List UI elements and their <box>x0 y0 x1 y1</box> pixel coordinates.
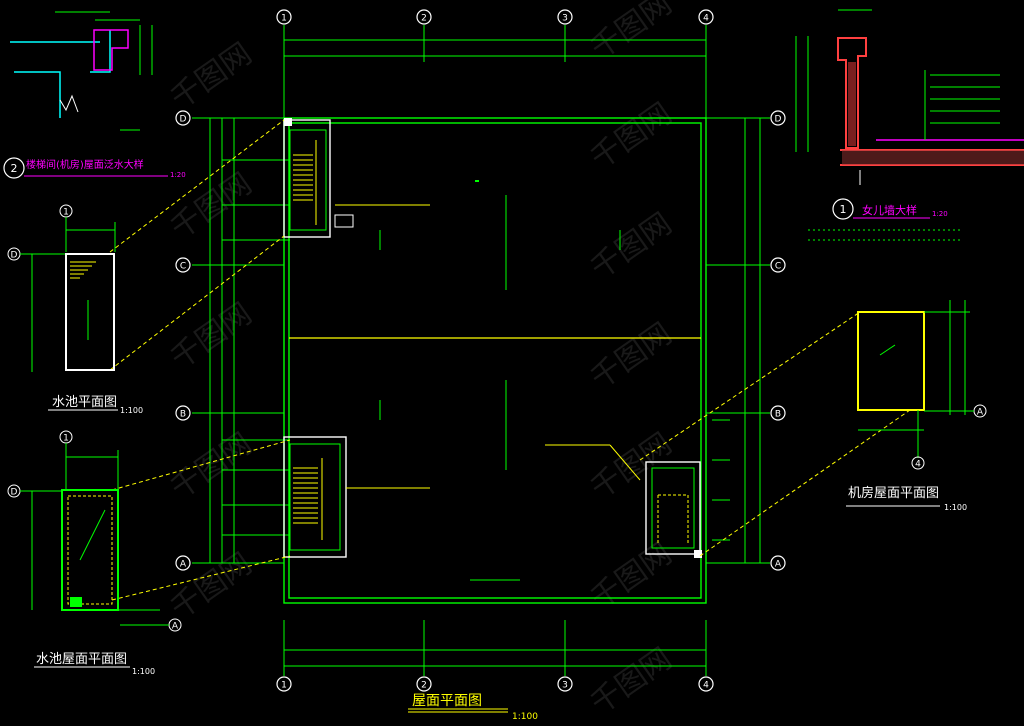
machine-room-roof-title: 机房屋面平面图 <box>848 485 939 501</box>
machine-room-roof-scale: 1:100 <box>944 503 967 512</box>
stair-bottom-left <box>283 436 430 558</box>
watermark-text: 千图网 <box>585 316 679 396</box>
axis-label: 4 <box>703 681 709 691</box>
axis-label: 2 <box>421 14 427 24</box>
slope-marks <box>379 195 621 581</box>
machine-room-block <box>545 444 702 558</box>
axis-label: B <box>180 410 186 420</box>
right-dimension-lines <box>706 117 770 564</box>
watermark-layer: 千图网 千图网 千图网 千图网 千图网 千图网 千图网 千图网 千图网 千图网 … <box>165 0 679 722</box>
machine-room-roof-plan: A 4 机房屋面平面图 1:100 <box>846 300 987 512</box>
detail-number: 2 <box>11 162 18 175</box>
grid-axis-bubbles <box>175 9 786 692</box>
flashing-detail: 2 楼梯间(机房)屋面泛水大样 1:20 <box>3 11 186 179</box>
parapet-detail: 1 女儿墙大样 1:20 <box>795 9 1024 241</box>
axis-label: C <box>775 262 781 272</box>
bottom-dimension-lines <box>283 620 707 676</box>
axis-label: A <box>180 560 187 570</box>
water-tank-roof-title: 水池屋面平面图 <box>36 652 127 667</box>
main-plan-title: 屋面平面图 <box>412 693 482 709</box>
watermark-text: 千图网 <box>585 0 679 67</box>
axis-label: 3 <box>562 681 568 691</box>
parapet-detail-title: 女儿墙大样 <box>862 203 917 217</box>
axis-label: 1 <box>281 14 287 24</box>
water-tank-roof-scale: 1:100 <box>132 667 155 676</box>
watermark-text: 千图网 <box>165 296 259 376</box>
parapet-outline <box>283 117 707 604</box>
axis-label: 4 <box>915 460 921 470</box>
axis-label: A <box>775 560 782 570</box>
main-roof-plan: 1 2 3 4 1 2 3 4 D C B A D C B A <box>109 9 911 722</box>
callout-leaders <box>109 119 911 601</box>
parapet-detail-scale: 1:20 <box>932 210 948 218</box>
axis-label: 1 <box>63 434 69 444</box>
water-tank-plan-scale: 1:100 <box>120 406 143 415</box>
flashing-detail-scale: 1:20 <box>170 171 186 179</box>
axis-label: C <box>180 262 186 272</box>
axis-label: A <box>977 408 984 418</box>
axis-label: 3 <box>562 14 568 24</box>
left-dimension-lines <box>192 117 290 564</box>
stair-top-left <box>283 118 430 238</box>
axis-label: D <box>11 251 18 261</box>
axis-label: A <box>172 622 179 632</box>
water-tank-plan: 1 D 水池平面图 1:100 <box>7 204 143 415</box>
detail-number: 1 <box>840 203 847 216</box>
water-tank-plan-title: 水池平面图 <box>52 395 117 410</box>
watermark-text: 千图网 <box>585 206 679 286</box>
axis-label: D <box>11 488 18 498</box>
axis-label: 2 <box>421 681 427 691</box>
water-tank-roof-plan: 1 D A 水池屋面平面图 1:100 <box>7 430 182 676</box>
axis-label: D <box>775 115 782 125</box>
watermark-text: 千图网 <box>585 96 679 176</box>
axis-label: B <box>775 410 781 420</box>
flashing-detail-title: 楼梯间(机房)屋面泛水大样 <box>26 158 144 171</box>
grid-axis-labels: 1 2 3 4 1 2 3 4 D C B A D C B A <box>180 14 782 691</box>
axis-label: 4 <box>703 14 709 24</box>
axis-label: 1 <box>281 681 287 691</box>
watermark-text: 千图网 <box>165 36 259 116</box>
axis-label: 1 <box>63 208 69 218</box>
top-dimension-lines <box>283 25 707 118</box>
watermark-text: 千图网 <box>165 426 259 506</box>
axis-label: D <box>180 115 187 125</box>
watermark-text: 千图网 <box>585 641 679 721</box>
main-plan-scale: 1:100 <box>512 712 538 722</box>
